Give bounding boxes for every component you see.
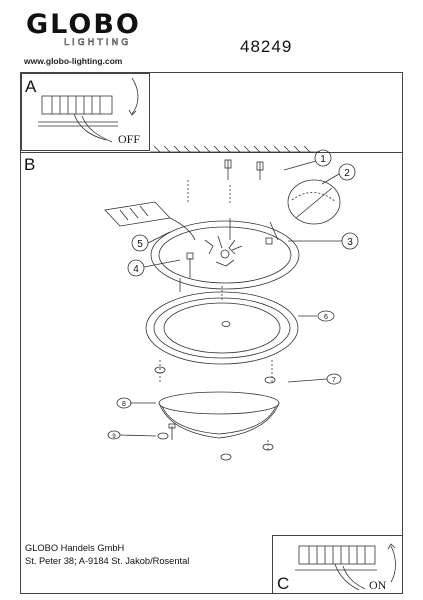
instruction-frame <box>20 72 403 594</box>
brand-url[interactable]: www.globo-lighting.com <box>24 56 123 66</box>
section-c-label: C <box>277 574 290 593</box>
exploded-assembly-diagram: 1 2 3 4 5 6 7 8 9 <box>104 145 359 461</box>
fuse-box-off-illustration <box>38 77 139 143</box>
brand-name: GLOBO <box>26 9 141 40</box>
section-b-label: B <box>24 155 36 174</box>
part-number-3: 3 <box>347 237 353 248</box>
part-number-9: 9 <box>112 434 116 440</box>
switch-off-label: OFF <box>118 132 141 146</box>
company-name: GLOBO Handels GmbH <box>25 543 125 553</box>
brand-sub: LIGHTING <box>64 38 132 49</box>
section-a-label: A <box>25 77 37 96</box>
article-number: 48249 <box>240 37 293 56</box>
brand-logo: GLOBO LIGHTING <box>26 9 154 49</box>
part-number-6: 6 <box>324 314 328 321</box>
panel-a: A OFF <box>21 73 150 151</box>
part-number-7: 7 <box>332 377 336 384</box>
part-number-5: 5 <box>137 239 143 250</box>
part-number-1: 1 <box>320 154 326 165</box>
company-info: GLOBO Handels GmbH St. Peter 38; A-9184 … <box>25 542 189 568</box>
part-number-8: 8 <box>122 401 126 408</box>
fuse-box-on-illustration <box>295 543 396 591</box>
company-address: St. Peter 38; A-9184 St. Jakob/Rosental <box>25 556 190 566</box>
panel-c: C ON <box>272 535 403 594</box>
part-number-4: 4 <box>133 264 139 275</box>
part-number-2: 2 <box>344 168 350 179</box>
panel-b <box>20 152 403 594</box>
switch-on-label: ON <box>369 578 387 592</box>
